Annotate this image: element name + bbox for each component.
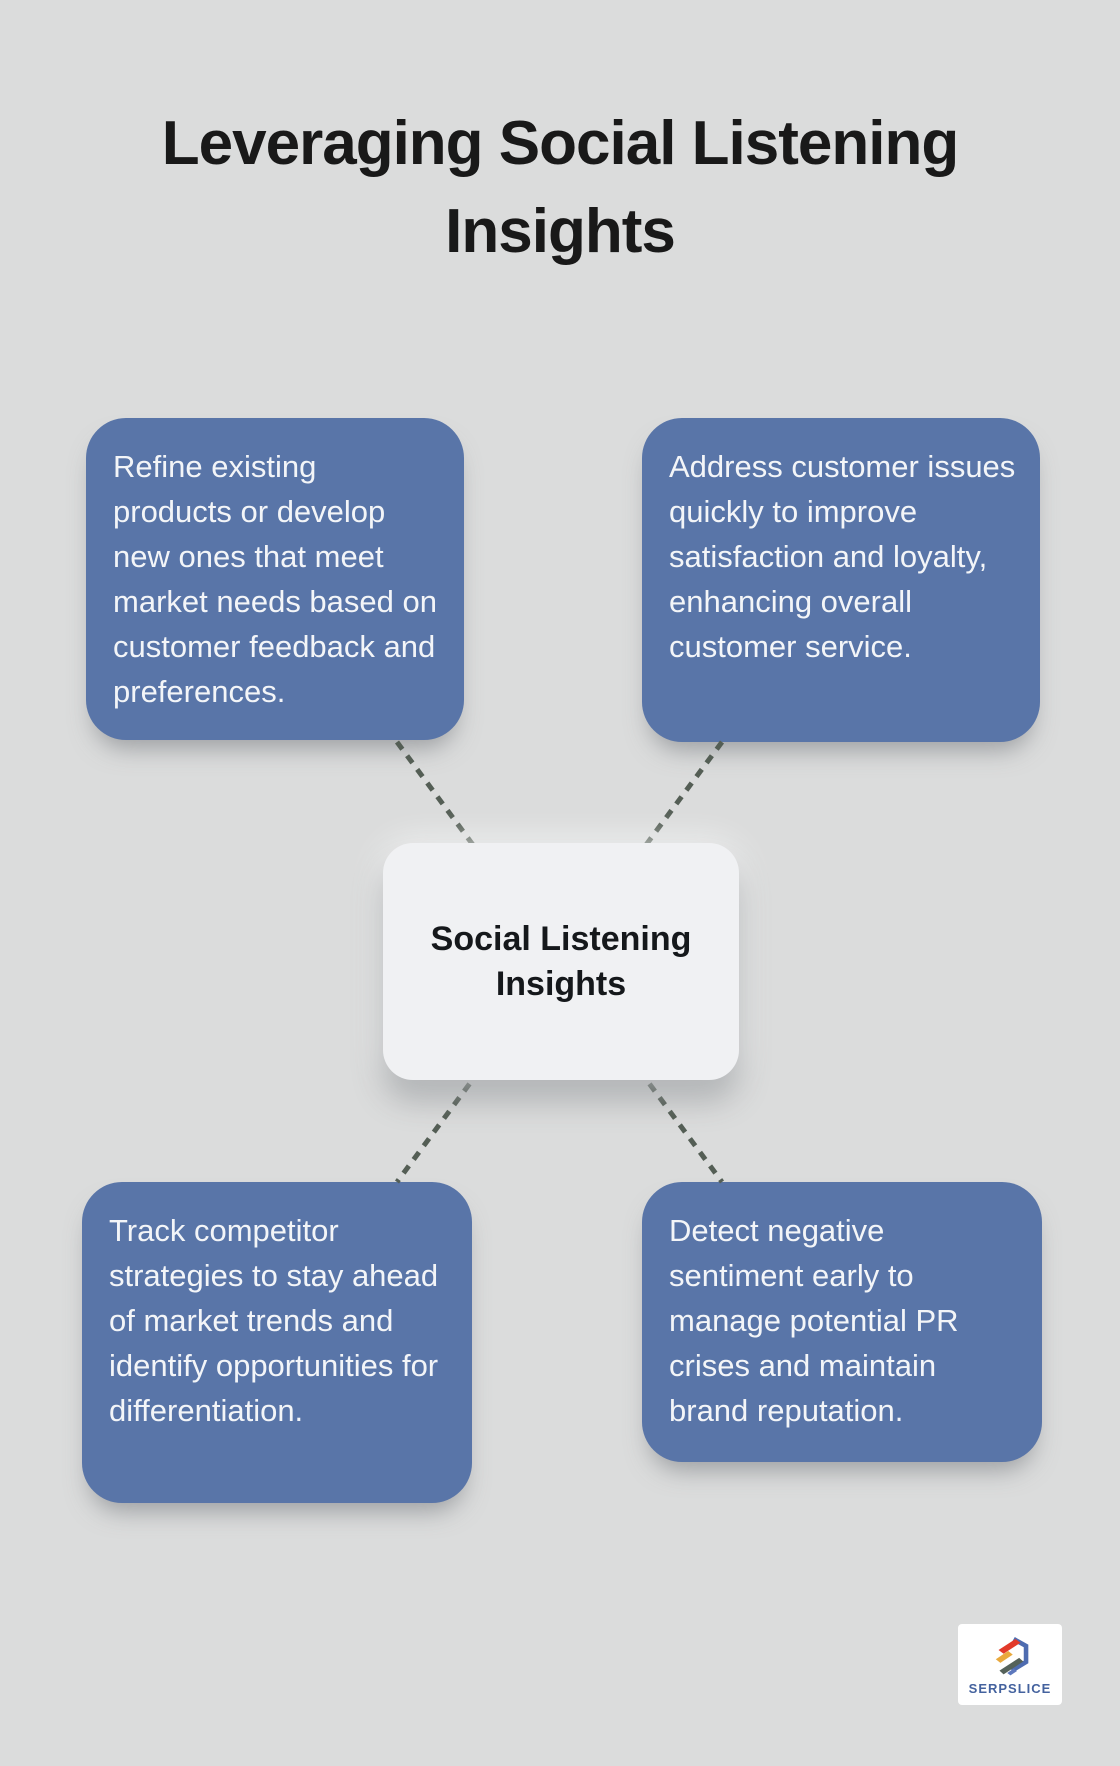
node-top-right-text: Address customer issues quickly to impro… — [669, 449, 1016, 664]
node-bottom-right: Detect negative sentiment early to manag… — [642, 1182, 1042, 1462]
page-title-line-1: Leveraging Social Listening — [161, 109, 959, 178]
node-bottom-left-text: Track competitor strategies to stay ahea… — [109, 1213, 439, 1428]
node-top-right: Address customer issues quickly to impro… — [642, 418, 1040, 742]
serpslice-hexagon-icon — [995, 1636, 1029, 1675]
page-title-line-2: Insights — [445, 197, 676, 266]
node-top-left-text: Refine existing products or develop new … — [113, 449, 437, 709]
node-bottom-right-text: Detect negative sentiment early to manag… — [669, 1213, 959, 1428]
page-title: Leveraging Social Listening Insights — [0, 100, 1120, 276]
center-node: Social Listening Insights — [383, 843, 739, 1080]
serpslice-logo-label: SERPSLICE — [968, 1680, 1052, 1696]
node-top-left: Refine existing products or develop new … — [86, 418, 464, 740]
node-bottom-left: Track competitor strategies to stay ahea… — [82, 1182, 472, 1503]
center-node-label: Social Listening Insights — [430, 919, 692, 1003]
serpslice-logo: SERPSLICE — [958, 1624, 1062, 1705]
